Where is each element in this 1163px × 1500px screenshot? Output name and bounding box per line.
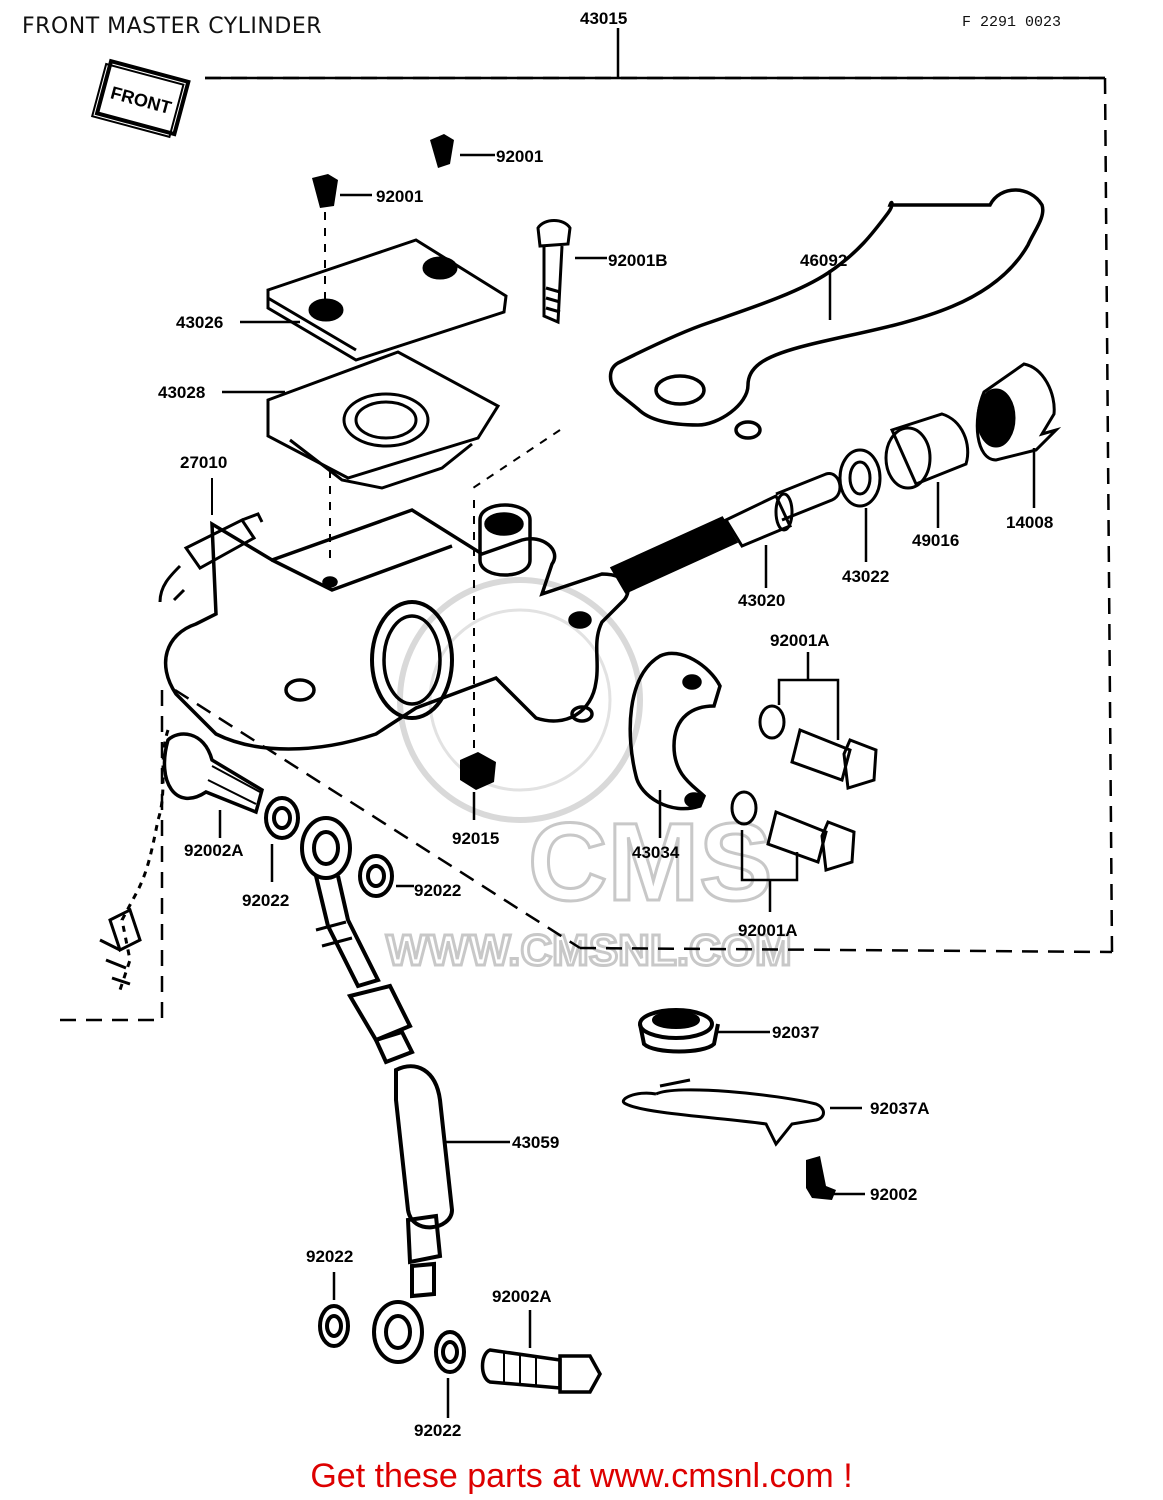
label-43020: 43020 [738, 591, 785, 610]
washer-43022 [838, 448, 882, 562]
label-14008: 14008 [1006, 513, 1053, 532]
label-92022-d: 92022 [414, 1421, 461, 1440]
label-92002A-bottom: 92002A [492, 1287, 552, 1306]
label-92022-a: 92022 [242, 891, 289, 910]
label-43022: 43022 [842, 567, 889, 586]
cap-43026 [240, 238, 508, 362]
label-49016: 49016 [912, 531, 959, 550]
brake-hose-43059 [300, 816, 510, 1364]
clamp-43034 [628, 651, 722, 838]
label-43059: 43059 [512, 1133, 559, 1152]
front-tag: FRONT [90, 58, 191, 139]
screw-92001-left [312, 174, 372, 300]
watermark: CMS WWW.CMSNL.COM [385, 577, 793, 977]
label-92001A-bottom: 92001A [738, 921, 798, 940]
clip-92037A [622, 1078, 862, 1147]
label-92001-top: 92001 [496, 147, 543, 166]
label-92022-b: 92022 [414, 881, 461, 900]
label-43026: 43026 [176, 313, 223, 332]
piston-43020 [609, 472, 842, 594]
label-43034: 43034 [632, 843, 680, 862]
label-92001B: 92001B [608, 251, 668, 270]
screw-92001-top [430, 134, 495, 168]
label-92002A-left: 92002A [184, 841, 244, 860]
footer-link[interactable]: Get these parts at www.cmsnl.com ! [310, 1457, 853, 1495]
washers-92022 [264, 796, 466, 1418]
banjo-bolt-92002A-left [162, 732, 265, 838]
label-92022-c: 92022 [306, 1247, 353, 1266]
watermark-logo: CMS [528, 801, 772, 924]
master-cylinder-body [164, 429, 630, 780]
label-92002: 92002 [870, 1185, 917, 1204]
label-43028: 43028 [158, 383, 205, 402]
watermark-url: WWW.CMSNL.COM [386, 926, 792, 975]
drawing-code: F 2291 0023 [962, 14, 1062, 31]
assembly-bracket [60, 76, 1114, 1022]
switch-14008 [975, 362, 1062, 508]
label-46092: 46092 [800, 251, 847, 270]
lever-46092 [608, 188, 1045, 440]
label-92001A-top: 92001A [770, 631, 830, 650]
label-43015: 43015 [580, 9, 627, 28]
label-92037A: 92037A [870, 1099, 930, 1118]
nut-92015 [460, 752, 496, 820]
label-27010: 27010 [180, 453, 227, 472]
label-92037: 92037 [772, 1023, 819, 1042]
plug-92037 [638, 1008, 770, 1054]
diaphragm-43028 [222, 350, 501, 490]
pivot-bolt-92001B [536, 219, 607, 325]
screw-92002 [806, 1156, 865, 1200]
front-tag-text: FRONT [108, 83, 173, 118]
page-title: FRONT MASTER CYLINDER [22, 14, 323, 39]
label-92001-left: 92001 [376, 187, 423, 206]
boot-49016 [884, 412, 970, 528]
bolts-92001A [730, 652, 878, 912]
banjo-bolt-92002A-bottom [480, 1310, 603, 1394]
label-92015: 92015 [452, 829, 499, 848]
